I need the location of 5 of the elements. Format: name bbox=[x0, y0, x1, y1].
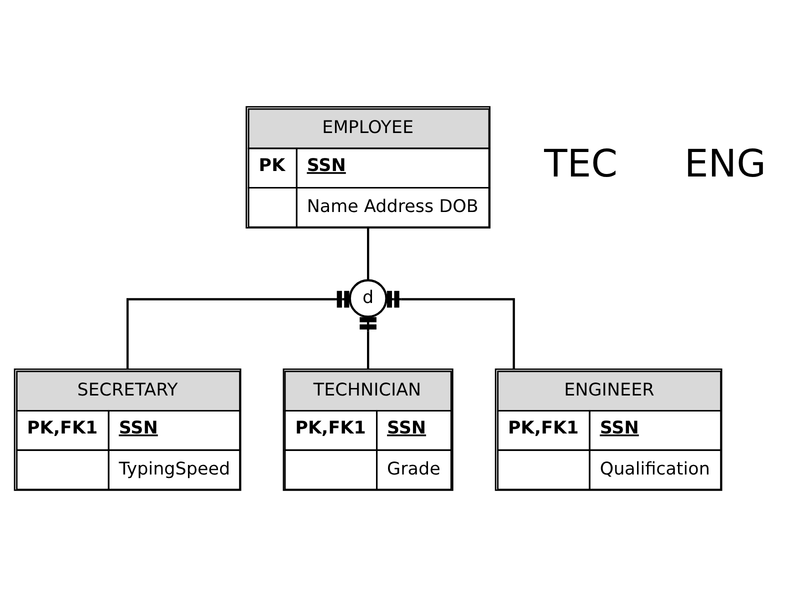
label: TEC bbox=[544, 142, 618, 186]
connector bbox=[360, 316, 376, 369]
node-circle: d bbox=[348, 279, 388, 318]
label: ENG bbox=[684, 142, 766, 186]
connector bbox=[366, 228, 370, 280]
